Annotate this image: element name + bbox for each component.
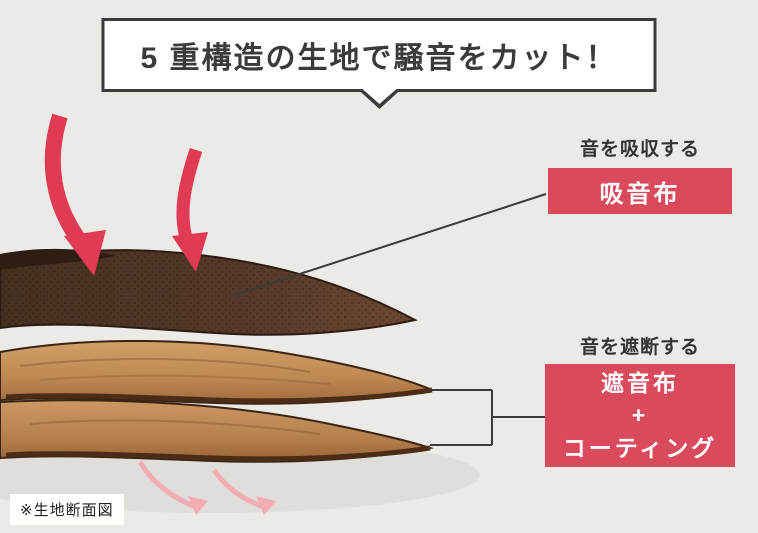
- fabric-absorb-layer: [0, 248, 418, 336]
- absorb-label-text: 吸音布: [599, 180, 681, 208]
- fabric-block-layer-lower: [0, 399, 434, 463]
- incoming-sound-arrow-icon-1: [44, 113, 106, 276]
- block-label-line3: コーティング: [562, 434, 718, 461]
- passed-sound-arrow-icon-1: [137, 460, 208, 515]
- title-banner: 5 重構造の生地で騒音をカット！: [101, 18, 657, 109]
- block-label-line2: +: [631, 402, 649, 429]
- block-label-line1: 遮音布: [601, 370, 679, 397]
- connector-bracket-block: [430, 389, 545, 446]
- fabric-block-layer-upper: [0, 339, 436, 405]
- block-label-box: 遮音布 + コーティング: [545, 364, 735, 467]
- passed-sound-arrow-icon-2: [211, 468, 276, 515]
- absorb-label-box: 吸音布: [548, 168, 732, 214]
- connector-line-absorb: [231, 193, 547, 297]
- page-title: 5 重構造の生地で騒音をカット！: [140, 42, 618, 75]
- block-caption: 音を遮断する: [579, 337, 700, 358]
- footnote-label: ※生地断面図: [10, 494, 124, 525]
- incoming-sound-arrow-icon-2: [172, 147, 208, 272]
- absorb-caption: 音を吸収する: [579, 139, 700, 160]
